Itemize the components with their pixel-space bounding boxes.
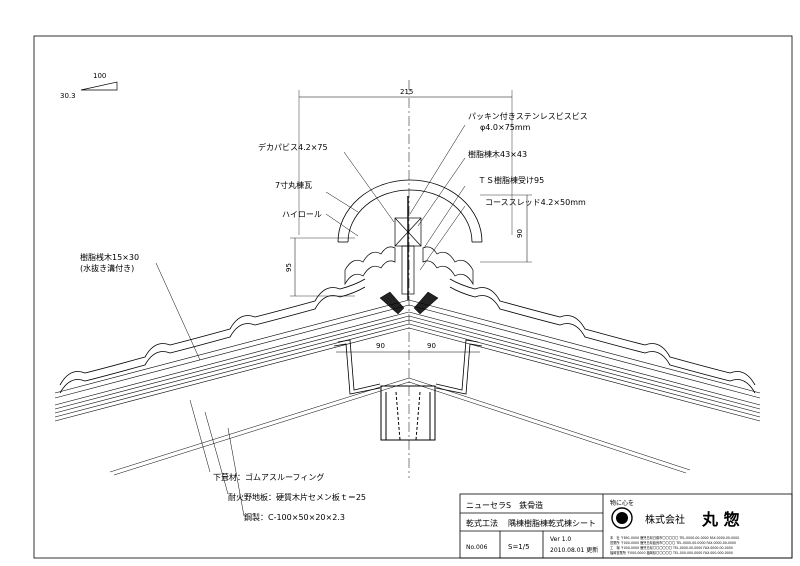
roof-tiles-right	[449, 278, 756, 394]
packing-screw-size-label: φ4.0×75mm	[480, 123, 531, 132]
roof-deck-left	[54, 299, 410, 422]
lower-deck-lines	[109, 377, 691, 476]
scale-text: S=1/5	[508, 543, 530, 551]
slope-rise-text: 30.3	[60, 92, 76, 100]
roof-deck-right	[408, 299, 761, 422]
drawing-title-text: 隅棟樹脂棟乾式棟シート	[508, 518, 596, 528]
left-height-dimension: 95	[285, 237, 355, 297]
half-left-text: 90	[376, 342, 385, 350]
sheet-frame	[33, 35, 793, 559]
steel-label: 鋼製：C-100×50×20×2.3	[244, 512, 345, 522]
cap-height-dimension: 90	[480, 194, 532, 263]
sheathing-label: 耐火野地板：硬質木片セメン板ｔ＝25	[228, 492, 366, 502]
contact-line: 本 社 〒891-0000 鹿児島県日置市〇〇〇〇〇 TEL.0000-00-0…	[610, 535, 739, 540]
resin-ridge-wood	[394, 196, 422, 300]
ridge-brackets	[379, 291, 439, 315]
round-ridge-tile-label: 7寸丸棟瓦	[275, 180, 312, 190]
slope-indicator: 100 30.3	[60, 72, 118, 100]
steel-purlin-left	[333, 339, 381, 395]
coarse-thread-label: コーススレッド4.2×50mm	[485, 198, 586, 207]
top-width-dimension: 215	[298, 88, 513, 235]
company-text: 株式会社	[645, 513, 685, 526]
title-block	[459, 493, 793, 559]
motto-text: 物に心を	[610, 499, 634, 507]
ridge-cap-tile	[337, 179, 483, 243]
roof-tiles-left	[59, 278, 366, 394]
packing-screw-label: パッキン付きステンレスビスビス	[468, 111, 588, 121]
high-roll-label: ハイロール	[282, 210, 322, 219]
left-height-text: 95	[285, 263, 293, 272]
leader-lines	[155, 124, 466, 517]
method-text: 乾式工法	[466, 518, 498, 528]
company-name-text: 丸 惣	[701, 510, 740, 529]
slope-run-text: 100	[93, 72, 106, 80]
resin-batten-label: 樹脂桟木15×30	[80, 252, 139, 262]
steel-post	[380, 385, 436, 441]
resin-batten-note-label: (水抜き溝付き)	[80, 263, 134, 273]
contact-line: 工 場 〒000-0000 鹿児島県〇〇〇〇〇〇 TEL.0000-00-000…	[610, 545, 733, 550]
half-right-text: 90	[427, 342, 436, 350]
underlay-label: 下葺材：ゴムアスルーフィング	[213, 472, 324, 482]
top-width-text: 215	[400, 88, 413, 96]
version-text: Ver 1.0	[550, 536, 571, 543]
contact-line: 営業所 〒000-0000 鹿児島県姶良市〇〇〇〇 TEL.0000-00-00…	[610, 540, 736, 545]
ts-ridge-receiver-label: ＴＳ樹脂棟受け95	[478, 175, 544, 185]
high-roll-seals	[344, 246, 474, 286]
date-text: 2010.08.01 更新	[550, 546, 598, 554]
deca-screw-label: デカパビス4.2×75	[258, 142, 328, 152]
steel-purlin-right	[435, 339, 483, 395]
product-text: ニューセラS 鉄骨造	[466, 500, 543, 510]
drawing-number-text: No.006	[466, 544, 488, 551]
company-logo	[611, 507, 633, 529]
resin-ridge-wood-label: 樹脂棟木43×43	[468, 149, 527, 159]
half-width-dimensions: 90 90	[336, 342, 480, 353]
contact-line: 福岡営業所 〒000-0000 福岡県〇〇〇〇〇 TEL.000-000-000…	[610, 550, 733, 555]
cap-height-text: 90	[516, 229, 524, 238]
